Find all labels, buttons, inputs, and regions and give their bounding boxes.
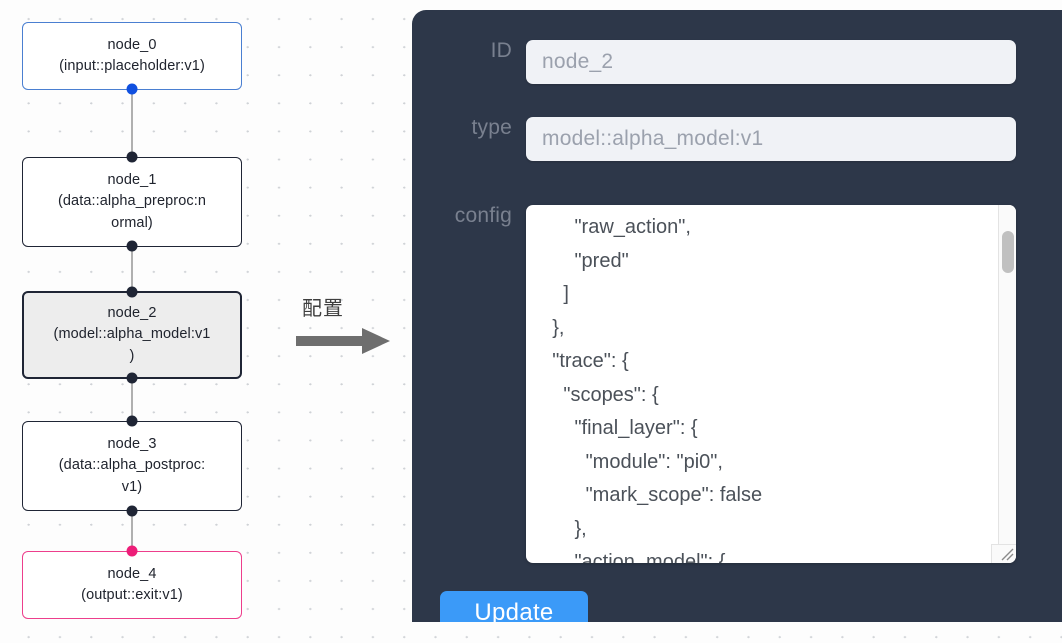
graph-node-node_3[interactable]: node_3 (data::alpha_postproc: v1) [22, 421, 242, 511]
node-type-label: (output::exit:v1) [81, 587, 183, 603]
config-scrollbar[interactable] [998, 205, 1016, 547]
configure-annotation-label: 配置 [302, 296, 344, 320]
port-node_2-in[interactable] [126, 286, 138, 298]
id-input[interactable]: node_2 [526, 40, 1016, 84]
field-row-type: type model::alpha_model:v1 [428, 117, 1046, 161]
node-type-label: (data::alpha_preproc:n [57, 193, 207, 210]
port-node_1-out[interactable] [126, 240, 138, 252]
update-button[interactable]: Update [440, 591, 588, 622]
graph-node-node_2[interactable]: node_2 (model::alpha_model:v1 ) [22, 291, 242, 379]
config-scrollbar-thumb[interactable] [1002, 231, 1014, 273]
config-textarea[interactable]: "raw_action", "pred" ] }, "trace": { "sc… [552, 216, 763, 563]
port-node_2-out[interactable] [126, 372, 138, 384]
field-row-id: ID node_2 [428, 40, 1046, 84]
config-textarea-wrapper[interactable]: "raw_action", "pred" ] }, "trace": { "sc… [526, 205, 1016, 563]
id-field-label: ID [490, 39, 512, 62]
resize-handle-icon[interactable] [991, 544, 1016, 563]
port-node_0-out[interactable] [126, 83, 138, 95]
node-type-label-cont: ) [129, 347, 135, 364]
node-id-label: node_1 [107, 172, 157, 189]
node-id-label: node_4 [107, 565, 157, 582]
configure-annotation: 配置 [296, 298, 406, 360]
graph-node-node_0[interactable]: node_0 (input::placeholder:v1) [22, 22, 242, 90]
port-node_4-in[interactable] [126, 545, 138, 557]
port-node_3-out[interactable] [126, 505, 138, 517]
field-row-config: config "raw_action", "pred" ] }, "trace"… [428, 205, 1046, 563]
edge-node1-node2 [131, 246, 133, 292]
type-input[interactable]: model::alpha_model:v1 [526, 117, 1016, 161]
node-type-label-cont: v1) [121, 478, 143, 495]
graph-node-node_4[interactable]: node_4 (output::exit:v1) [22, 551, 242, 619]
node-type-label: (input::placeholder:v1) [59, 58, 205, 74]
node-type-label-cont: ormal) [111, 214, 153, 231]
node-id-label: node_2 [107, 305, 157, 322]
edge-node2-node3 [131, 377, 133, 421]
edge-node0-node1 [131, 89, 133, 157]
node-id-label: node_3 [107, 436, 157, 453]
node-type-label: (data::alpha_postproc: [58, 457, 206, 474]
graph-node-node_1[interactable]: node_1 (data::alpha_preproc:n ormal) [22, 157, 242, 247]
type-field-label: type [471, 116, 512, 139]
right-arrow-icon [296, 328, 390, 354]
port-node_1-in[interactable] [126, 151, 138, 163]
node-id-label: node_0 [107, 36, 157, 53]
config-field-label: config [454, 204, 512, 227]
edge-node3-node4 [131, 511, 133, 551]
node-type-label: (model::alpha_model:v1 [53, 326, 211, 343]
port-node_3-in[interactable] [126, 415, 138, 427]
node-config-panel: ID node_2 type model::alpha_model:v1 con… [412, 10, 1062, 622]
